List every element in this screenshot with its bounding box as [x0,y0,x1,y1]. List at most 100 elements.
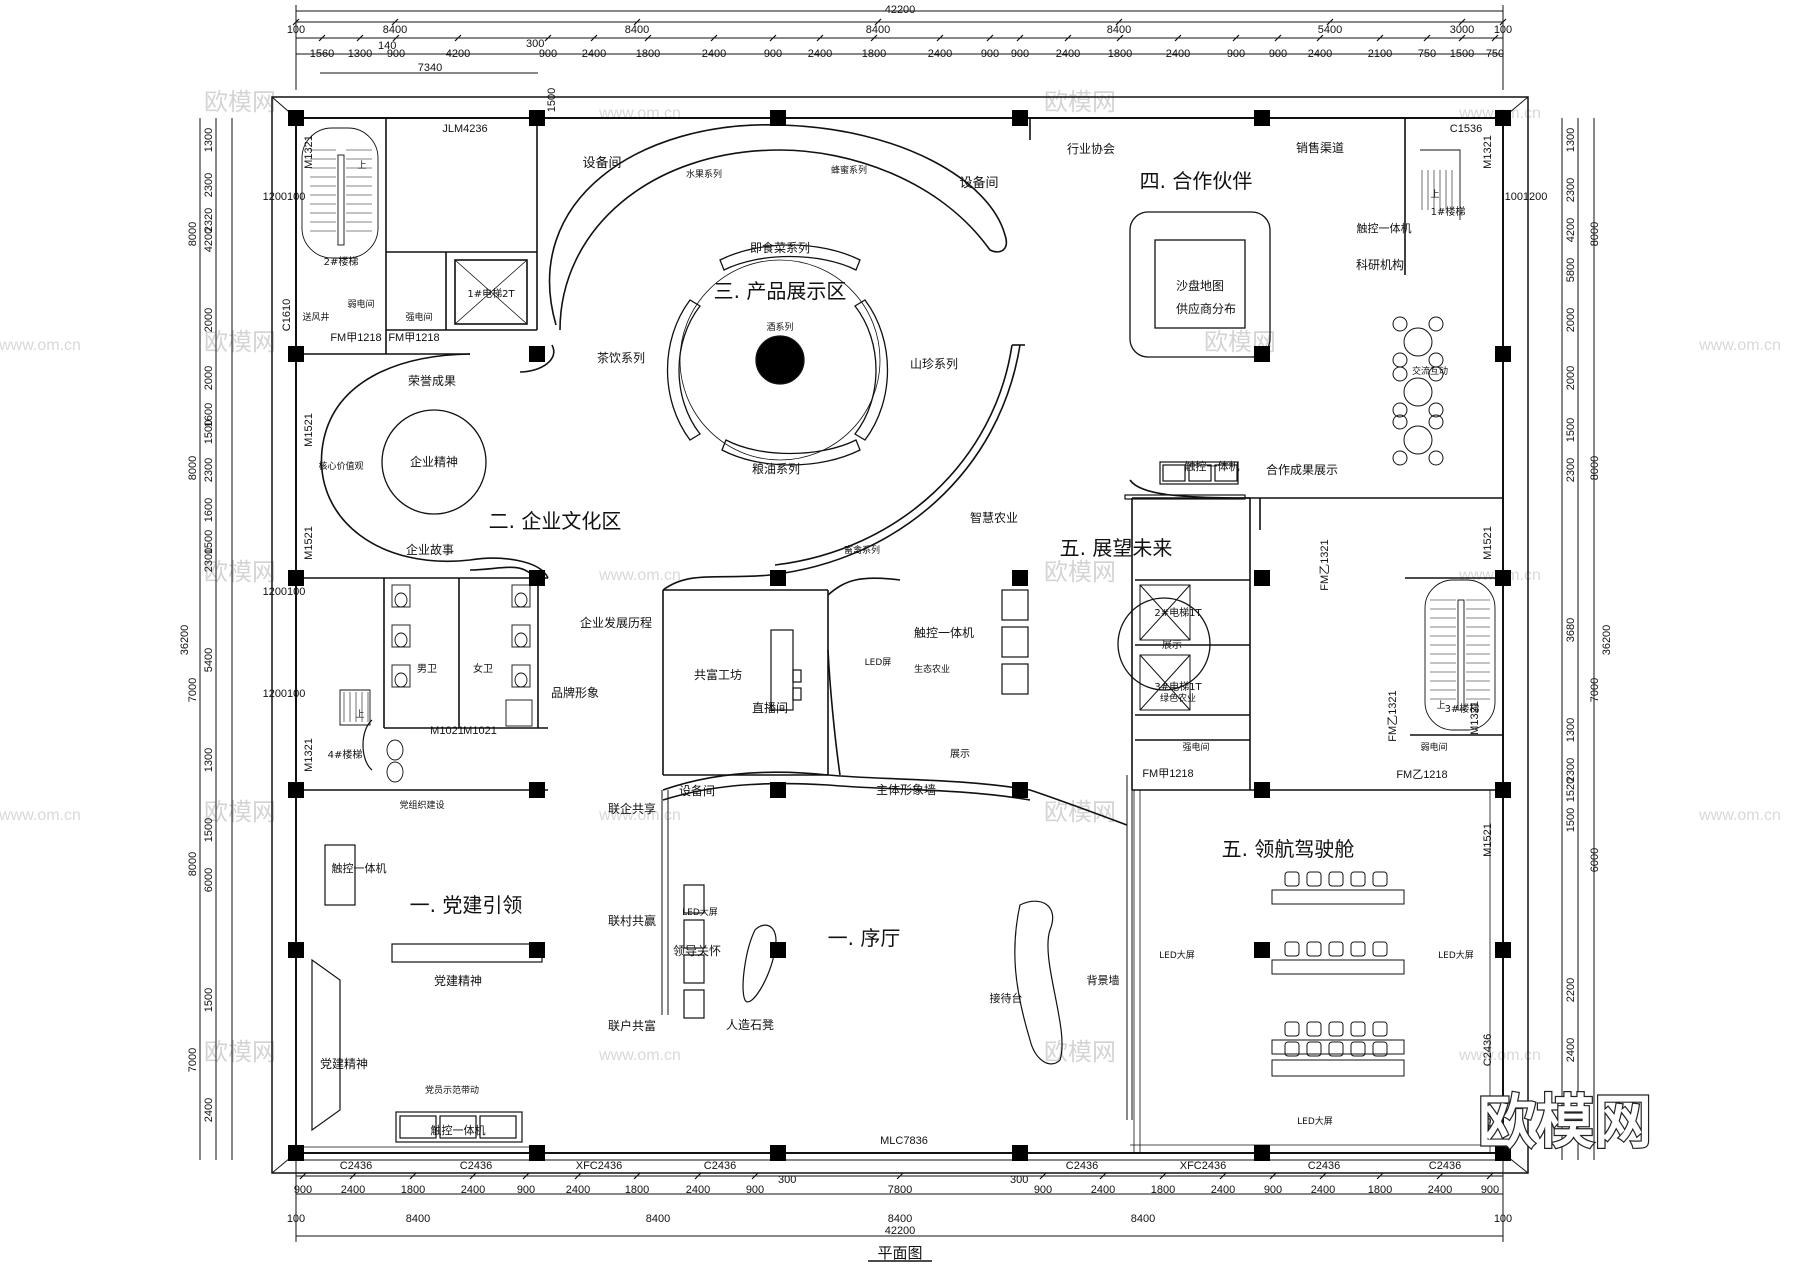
dim-text: 5800 [1565,258,1577,282]
dim-text: 7000 [187,1048,199,1072]
room-label: 联企共享 [608,801,656,816]
dim-text: 6000 [1589,848,1601,872]
watermark-site: www.om.cn [598,1047,681,1064]
column [1495,942,1511,958]
dim-text: 5400 [203,648,215,672]
dim-text: 8000 [187,456,199,480]
column [288,1145,304,1161]
window-label: C2436 [704,1160,736,1172]
room-label: 企业发展历程 [580,615,652,630]
room-label: 强电间 [405,311,432,323]
door-label: FM乙1321 [1318,539,1331,590]
room-label: 党员示范带动 [425,1084,479,1096]
dim-text: 3680 [1565,618,1577,642]
watermark-site: www.om.cn [1458,1047,1541,1064]
door-label: FM甲1218 [330,332,381,344]
column [1495,346,1511,362]
window-label: XFC2436 [576,1160,622,1172]
column [1012,110,1028,126]
column [1254,570,1270,586]
room-label: 接待台 [990,991,1023,1005]
dim-text: 2400 [341,1184,365,1196]
column [288,570,304,586]
column [1012,570,1028,586]
dim-text: 1300 [203,748,215,772]
window-label: C2436 [460,1160,492,1172]
column [1254,782,1270,798]
dim-7340: 7340 [418,62,442,74]
room-label: 畜禽系列 [844,544,880,556]
dim-text: 2300 [1565,758,1577,782]
room-label: 联村共赢 [608,913,656,928]
zone-title-lobby: 一. 序厅 [828,926,901,950]
watermark-brand: 欧模网 [1044,558,1116,586]
column [288,942,304,958]
dim-text: 2400 [1091,1184,1115,1196]
dim-text: 2000 [203,308,215,332]
dim-text: 100 [287,1213,305,1225]
column [1254,1145,1270,1161]
dim-text: 8400 [383,24,407,36]
dim-text: 2400 [686,1184,710,1196]
room-label: 上 [357,160,366,171]
dimension-ticks [292,18,1507,1180]
column [1495,110,1511,126]
dim-text: 2400 [1056,48,1080,60]
dim-text: 2000 [1565,366,1577,390]
room-label: 行业协会 [1067,141,1115,156]
dim-text: 2300 [1565,458,1577,482]
toilet-fixtures [386,584,533,783]
room-label: 生态农业 [914,663,950,675]
dim-text: 1600 [203,498,215,522]
column [1012,782,1028,798]
door-label: M1321 [303,135,315,169]
dim-text: 1800 [636,48,660,60]
column [770,110,786,126]
room-label: 共富工坊 [694,667,742,682]
room-label: LED大屏 [1438,949,1474,961]
door-label: M1021 [463,725,497,737]
window-label: C2436 [1482,1034,1494,1066]
room-label: 粮油系列 [752,461,800,476]
room-label: 弱电间 [1420,741,1447,753]
dim-text: 2400 [928,48,952,60]
room-label: 触控一体机 [431,1123,486,1137]
room-label: 荣誉成果 [408,374,456,388]
room-label: 供应商分布 [1176,301,1236,316]
room-label: 绿色农业 [1160,692,1196,704]
watermark-site: www.om.cn [0,807,81,824]
door-label: 1200100 [263,688,306,700]
room-label: 触控一体机 [1185,459,1240,473]
dim-text: 5400 [1318,24,1342,36]
right-dims: 8000800070006000130023004200580020002000… [1565,128,1613,1062]
dim-text: 1300 [203,128,215,152]
window-label: C2436 [1482,1112,1494,1144]
door-label: M1321 [1469,701,1481,735]
dim-text: 2400 [1308,48,1332,60]
room-label: 即食菜系列 [750,240,810,255]
door-label: C1610 [281,299,293,331]
bottom-marker-300-a: 300 [778,1174,796,1186]
dim-text: 900 [539,48,557,60]
plan-title: 平面图 [877,1244,922,1262]
room-label: 合作成果展示 [1266,462,1338,477]
dim-text: 8400 [406,1213,430,1225]
dim-text: 750 [1486,48,1504,60]
room-label: 党建精神 [320,1056,368,1071]
door-label: FM乙1321 [1386,690,1399,741]
zone-title-party: 一. 党建引领 [410,893,523,917]
dim-text: 1300 [1565,718,1577,742]
misc-furniture [311,461,1246,1143]
column [288,782,304,798]
elevators [1139,584,1191,711]
dim-text: 2400 [1311,1184,1335,1196]
overall-left-dim: 36200 [179,625,191,656]
room-label: 蜂蜜系列 [831,164,867,176]
door-label: M1521 [1482,526,1494,560]
dim-text: 1800 [862,48,886,60]
